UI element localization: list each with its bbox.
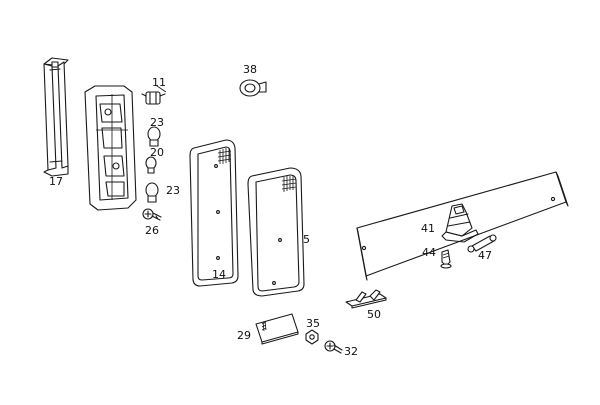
small-lens-grid (261, 320, 267, 332)
part-26-screw (142, 208, 162, 221)
callout-11: 11 (152, 76, 166, 89)
part-11-bulb-socket (141, 85, 167, 105)
callout-35: 35 (306, 317, 320, 330)
callout-44: 44 (422, 246, 436, 259)
part-50-clip (345, 289, 387, 309)
part-20-small-bulb (145, 156, 157, 174)
part-41-plate-lamp (441, 203, 479, 243)
part-32-screw (324, 340, 343, 354)
callout-26: 26 (145, 224, 159, 237)
part-38-grommet (239, 79, 267, 97)
callout-38: 38 (243, 63, 257, 76)
callout-17: 17 (49, 175, 63, 188)
part-44-screw (440, 249, 452, 269)
part-23-bulb-upper (147, 126, 161, 147)
part-29-small-lens (255, 313, 299, 345)
callout-41: 41 (421, 222, 435, 235)
part-14-lens-rear (189, 139, 239, 287)
part-23-bulb-lower (145, 182, 159, 203)
callout-29: 29 (237, 329, 251, 342)
callout-5: 5 (303, 233, 310, 246)
callout-50: 50 (367, 308, 381, 321)
part-47-festoon-bulb (467, 234, 497, 253)
part-35-nut (305, 329, 319, 345)
callout-32: 32 (344, 345, 358, 358)
part-17-mounting-strip (43, 57, 69, 177)
callout-23-upper: 23 (150, 116, 164, 129)
callout-20: 20 (150, 146, 164, 159)
lamp-housing (84, 85, 137, 211)
part-5-lens-front (247, 167, 305, 297)
lens-grid-pattern-rear (217, 148, 232, 164)
callout-14: 14 (212, 268, 226, 281)
callout-47: 47 (478, 249, 492, 262)
lens-grid-pattern-front (281, 175, 297, 192)
callout-23-lower: 23 (166, 184, 180, 197)
